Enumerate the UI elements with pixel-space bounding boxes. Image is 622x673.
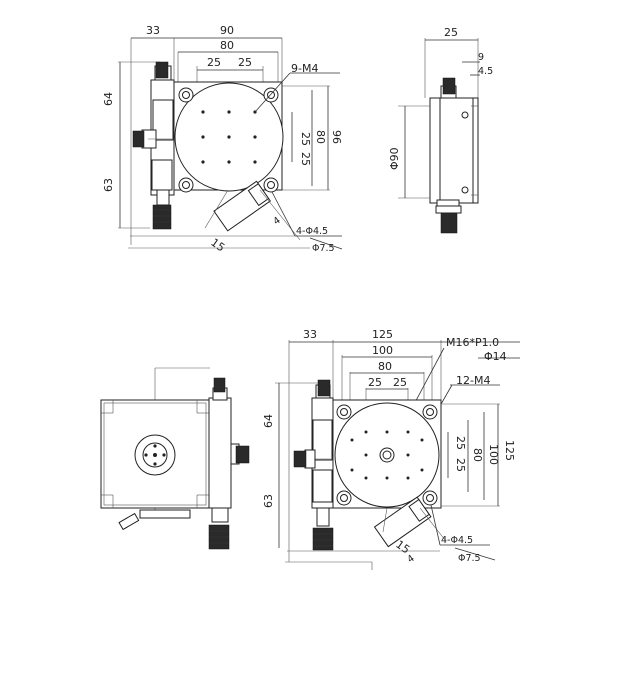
dim-15: 15 [208,236,227,255]
dim-side-4-5: 4.5 [478,66,493,77]
dim-L-25a: 25 [368,376,382,389]
dim-90: 90 [220,24,234,37]
dim-L-25b: 25 [393,376,407,389]
view-side-small: 25 9 4.5 Φ90 [388,26,493,234]
dim-L-v25b: 25 [454,458,467,472]
label-center-thread: M16*P1.0 [446,336,499,349]
label-9-M4: 9-M4 [291,62,318,75]
dim-L-63: 63 [262,494,275,508]
dim-side-25: 25 [444,26,458,39]
dim-L-100: 100 [372,344,393,357]
dim-L-v100: 100 [487,444,500,465]
view-front-large [100,367,250,550]
label-4: 4 [271,215,282,227]
dim-v25a: 25 [299,132,312,146]
dim-L-125: 125 [372,328,393,341]
dim-25b: 25 [238,56,252,69]
dim-80: 80 [220,39,234,52]
dim-v25b: 25 [299,152,312,166]
dim-L-80: 80 [378,360,392,373]
dim-25a: 25 [207,56,221,69]
label-L-holes: 4-Φ4.5 [441,535,473,546]
label-holes: 4-Φ4.5 [296,226,328,237]
view-top-large: 33 125 100 80 25 25 M16*P1.0 Φ14 12-M4 6… [262,328,520,570]
label-cbore: Φ7.5 [312,243,335,254]
label-L-4: 4 [405,553,416,565]
label-center-dia: Φ14 [484,350,507,363]
dim-side-9: 9 [478,52,484,63]
dim-63: 63 [102,178,115,192]
label-L-cbore: Φ7.5 [458,553,481,564]
dim-64: 64 [102,92,115,106]
dim-L-v125: 125 [503,440,516,461]
dim-L-64: 64 [262,414,275,428]
dim-side-d90: Φ90 [388,147,401,170]
dim-L-33: 33 [303,328,317,341]
label-12-M4: 12-M4 [456,374,490,387]
dim-L-v80: 80 [471,448,484,462]
view-top-small: 33 90 80 25 25 64 63 9-M4 [102,24,343,254]
dim-33: 33 [146,24,160,37]
dim-80-v: 80 [314,130,327,144]
dim-96: 96 [330,130,343,144]
dim-L-v25a: 25 [454,436,467,450]
